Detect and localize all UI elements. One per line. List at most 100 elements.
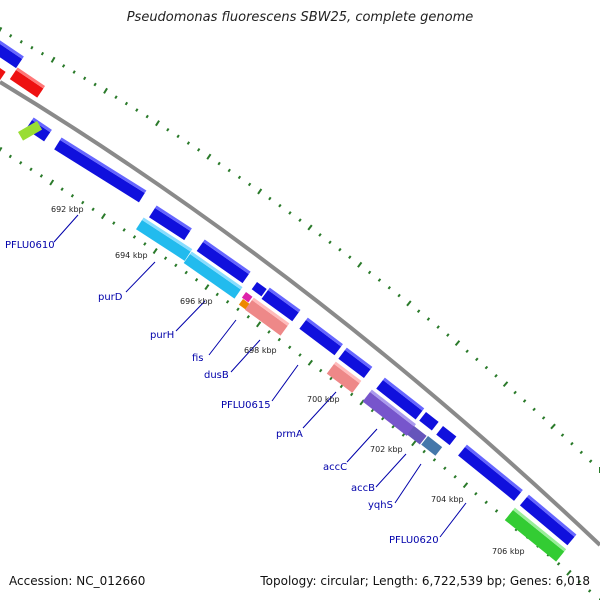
tick-mark [135, 108, 139, 112]
gene-label[interactable]: accB [351, 483, 375, 494]
tick-mark [112, 221, 116, 225]
gene-arrow[interactable] [504, 507, 567, 562]
gene-arrow[interactable] [54, 137, 147, 203]
gene-arrow[interactable] [9, 67, 46, 98]
tick-mark [196, 148, 201, 152]
gene-arrow[interactable] [407, 426, 427, 445]
tick-mark [288, 211, 292, 215]
tick-mark [225, 300, 230, 304]
gene-arrow[interactable] [244, 297, 290, 336]
tick-mark [29, 167, 33, 172]
tick-mark [475, 357, 479, 362]
tick-mark [0, 146, 3, 152]
gene-label[interactable]: PFLU0610 [5, 240, 55, 251]
gene-arrow[interactable] [241, 292, 253, 303]
tick-mark [560, 433, 565, 437]
gene-label[interactable]: purH [150, 330, 174, 341]
tick-mark [257, 188, 263, 195]
tick-mark [91, 207, 95, 212]
gene-label[interactable]: accC [323, 462, 347, 473]
gene-arrow[interactable] [299, 317, 343, 356]
tick-mark [298, 353, 302, 357]
tick-mark [122, 228, 126, 232]
gene-label[interactable]: dusB [204, 370, 229, 381]
tick-mark [462, 482, 469, 489]
tick-mark [215, 292, 219, 297]
gene-arrow[interactable] [18, 120, 43, 141]
tick-mark [40, 51, 45, 56]
tick-mark [268, 196, 272, 201]
tick-mark [145, 114, 149, 119]
tick-mark [60, 187, 64, 191]
tick-mark [329, 376, 333, 381]
gene-label[interactable]: purD [98, 292, 123, 303]
tick-mark [550, 423, 556, 430]
tick-mark [93, 82, 97, 87]
genome-backbone [0, 80, 600, 547]
tick-mark [174, 263, 178, 268]
tick-mark [397, 293, 401, 298]
scale-label: 702 kbp [370, 445, 403, 454]
tick-mark [570, 441, 574, 446]
tick-mark [30, 45, 34, 50]
tick-mark [227, 168, 231, 173]
gene-arrow[interactable] [362, 389, 416, 436]
tick-mark [556, 562, 561, 566]
topology-label: Topology: circular; Length: 6,722,539 bp… [260, 574, 590, 588]
gene-arrow[interactable] [326, 361, 362, 393]
tick-mark [61, 64, 66, 68]
gene-arrow[interactable] [376, 377, 425, 420]
gene-label[interactable]: fis [192, 353, 204, 364]
gene-arrow[interactable] [196, 239, 251, 284]
tick-mark [50, 56, 56, 63]
tick-mark [39, 174, 44, 178]
gene-arrow[interactable] [0, 37, 24, 69]
tick-mark [416, 309, 421, 314]
tick-mark [204, 284, 210, 291]
tick-mark [577, 580, 582, 584]
gene-label[interactable]: prmA [276, 429, 303, 440]
tick-mark [176, 134, 180, 139]
tick-mark [387, 285, 391, 290]
tick-mark [186, 141, 191, 145]
gene-arrow[interactable] [136, 217, 193, 261]
gene-arrow[interactable] [0, 64, 6, 81]
gene-arrow[interactable] [251, 282, 267, 297]
gene-arrow[interactable] [436, 426, 457, 446]
accession-label: Accession: NC_012660 [9, 574, 146, 588]
gene-arrow[interactable] [238, 299, 250, 310]
tick-mark [338, 247, 342, 252]
tick-mark [522, 399, 527, 403]
tick-mark [103, 87, 108, 94]
tick-mark [494, 374, 498, 378]
gene-label[interactable]: PFLU0620 [389, 535, 439, 546]
gene-arrow[interactable] [338, 347, 373, 379]
gene-arrow[interactable] [458, 444, 523, 501]
label-leaders [53, 214, 467, 538]
inner-tick-ring [0, 146, 600, 600]
tick-mark [0, 26, 3, 33]
tick-mark [411, 440, 417, 447]
tick-mark [278, 203, 282, 208]
gene-label[interactable]: yqhS [368, 500, 393, 511]
gene-label[interactable]: PFLU0615 [221, 400, 271, 411]
tick-mark [132, 235, 137, 239]
gene-arrow[interactable] [519, 494, 577, 546]
gene-arrow[interactable] [261, 287, 301, 322]
tick-mark [436, 325, 440, 329]
gene-arrow[interactable] [149, 205, 192, 241]
tick-mark [287, 345, 292, 350]
tick-mark [255, 321, 262, 328]
tick-mark [70, 194, 75, 198]
tick-mark [502, 381, 509, 388]
tick-mark [298, 218, 302, 222]
gene-arrow[interactable] [183, 251, 243, 299]
tick-mark [349, 392, 354, 397]
tick-mark [401, 433, 406, 437]
gene-arrow[interactable] [421, 436, 443, 456]
gene-arrow[interactable] [419, 412, 439, 431]
tick-mark [443, 466, 447, 471]
tick-mark [83, 76, 87, 81]
tick-mark [166, 127, 170, 132]
